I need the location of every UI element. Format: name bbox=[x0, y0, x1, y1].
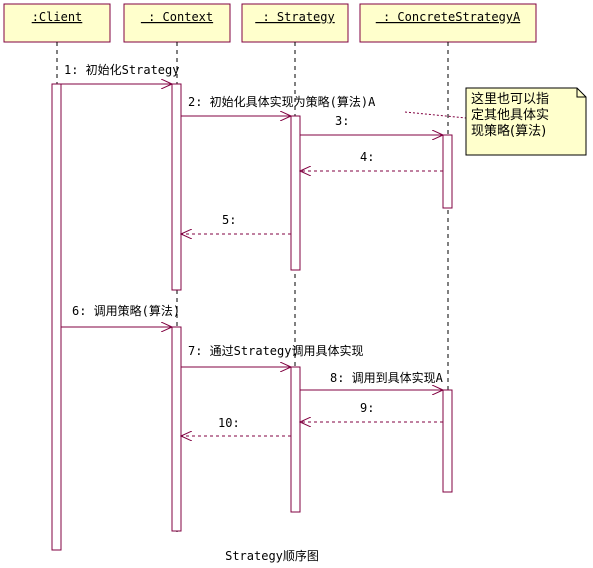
message-4-label: 4: bbox=[360, 150, 374, 164]
message-6-label: 6: 调用策略(算法) bbox=[72, 303, 180, 318]
message-1[interactable]: 1: 初始化Strategy bbox=[61, 63, 179, 84]
object-client-label: :Client bbox=[32, 10, 83, 24]
activation-strategy-1[interactable] bbox=[290, 115, 301, 271]
diagram-caption: Strategy顺序图 bbox=[225, 548, 319, 563]
message-5-label: 5: bbox=[222, 213, 236, 227]
note-connector bbox=[404, 111, 467, 119]
note-line-1: 这里也可以指 bbox=[471, 91, 549, 107]
message-9[interactable]: 9: bbox=[300, 401, 443, 422]
message-10[interactable]: 10: bbox=[181, 416, 291, 436]
activation-context-2[interactable] bbox=[171, 326, 182, 532]
note[interactable]: 这里也可以指 定其他具体实 现策略(算法) bbox=[404, 87, 587, 156]
note-fold bbox=[576, 88, 586, 98]
note-box bbox=[465, 87, 587, 156]
object-context[interactable]: : Context bbox=[123, 3, 231, 43]
message-8[interactable]: 8: 调用到具体实现A bbox=[300, 370, 444, 390]
activation-context-1[interactable] bbox=[171, 83, 182, 291]
object-strategy[interactable]: : Strategy bbox=[241, 3, 349, 43]
activation-client[interactable] bbox=[51, 83, 62, 551]
message-3[interactable]: 3: bbox=[300, 114, 443, 135]
message-7[interactable]: 7: 通过Strategy调用具体实现 bbox=[181, 343, 363, 367]
activation-strategy-2[interactable] bbox=[290, 366, 301, 513]
object-concrete-strategy-a[interactable]: : ConcreteStrategyA bbox=[359, 3, 537, 43]
message-9-label: 9: bbox=[360, 401, 374, 415]
object-concrete-strategy-a-label: : ConcreteStrategyA bbox=[376, 10, 521, 24]
message-5[interactable]: 5: bbox=[181, 213, 291, 234]
object-strategy-label: : Strategy bbox=[255, 10, 334, 24]
message-6[interactable]: 6: 调用策略(算法) bbox=[61, 303, 180, 327]
activation-concrete-2[interactable] bbox=[442, 389, 453, 493]
message-3-label: 3: bbox=[335, 114, 349, 128]
message-8-label: 8: 调用到具体实现A bbox=[330, 370, 444, 385]
note-line-2: 定其他具体实 bbox=[471, 108, 549, 123]
message-4[interactable]: 4: bbox=[300, 150, 443, 171]
message-1-label: 1: 初始化Strategy bbox=[64, 63, 179, 77]
note-line-3: 现策略(算法) bbox=[471, 123, 546, 139]
message-2[interactable]: 2: 初始化具体实现为策略(算法)A bbox=[181, 94, 376, 116]
object-client[interactable]: :Client bbox=[3, 3, 111, 43]
activation-concrete-1[interactable] bbox=[442, 134, 453, 209]
object-context-label: : Context bbox=[141, 10, 213, 24]
message-7-label: 7: 通过Strategy调用具体实现 bbox=[188, 343, 363, 358]
message-10-label: 10: bbox=[218, 416, 240, 430]
message-2-label: 2: 初始化具体实现为策略(算法)A bbox=[188, 94, 376, 109]
